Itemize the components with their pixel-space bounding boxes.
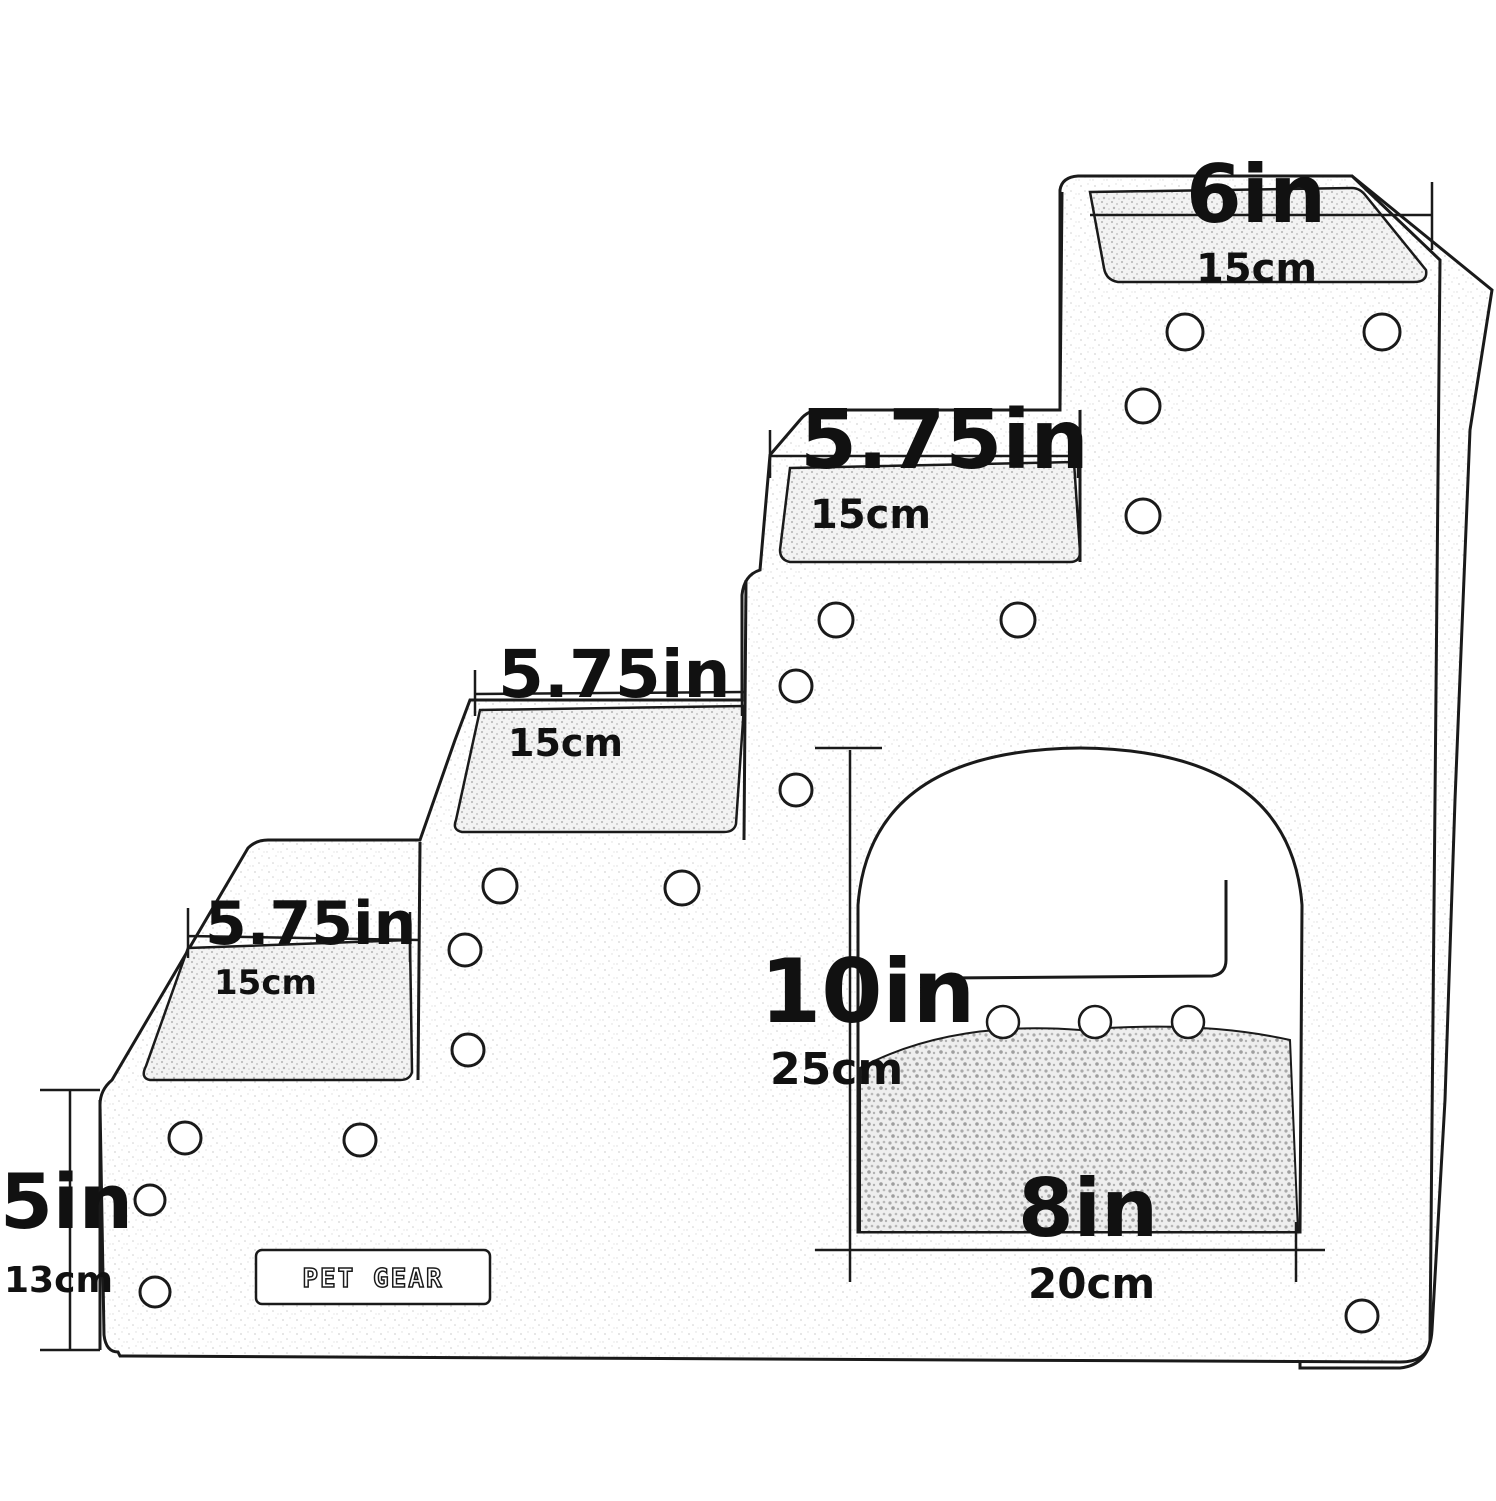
peg-hole: [135, 1185, 165, 1215]
peg-hole: [169, 1122, 201, 1154]
peg-hole: [140, 1277, 170, 1307]
step1-metric-label: 15cm: [214, 963, 317, 1003]
peg-hole: [1126, 499, 1160, 533]
peg-hole: [1346, 1300, 1378, 1332]
peg-hole: [1079, 1006, 1111, 1038]
peg-hole: [819, 603, 853, 637]
peg-hole: [987, 1006, 1019, 1038]
peg-hole: [1364, 314, 1400, 350]
step1-imperial-label: 5.75in: [205, 889, 416, 959]
riser-metric-label: 13cm: [4, 1260, 113, 1301]
step2-metric-label: 15cm: [508, 721, 623, 765]
step2-imperial-label: 5.75in: [498, 636, 730, 713]
step3-metric-label: 15cm: [810, 492, 931, 538]
brand-logo: PET GEAR: [256, 1250, 490, 1304]
opening-height-metric-label: 25cm: [770, 1044, 903, 1095]
peg-hole: [344, 1124, 376, 1156]
opening-width-imperial-label: 8in: [1018, 1162, 1158, 1255]
step3-imperial-label: 5.75in: [800, 393, 1089, 488]
peg-hole: [1001, 603, 1035, 637]
peg-hole: [1167, 314, 1203, 350]
peg-hole: [1126, 389, 1160, 423]
top-metric-label: 15cm: [1196, 246, 1317, 292]
opening-width-metric-label: 20cm: [1028, 1259, 1155, 1308]
brand-logo-text: PET GEAR: [302, 1264, 443, 1294]
riser-imperial-label: 5in: [0, 1157, 133, 1246]
peg-hole: [665, 871, 699, 905]
top-imperial-label: 6in: [1186, 148, 1326, 241]
peg-hole: [780, 670, 812, 702]
opening-height-imperial-label: 10in: [760, 940, 975, 1043]
peg-hole: [483, 869, 517, 903]
tread-1: [144, 940, 412, 1080]
peg-hole: [1172, 1006, 1204, 1038]
peg-hole: [452, 1034, 484, 1066]
peg-hole: [780, 774, 812, 806]
peg-hole: [449, 934, 481, 966]
